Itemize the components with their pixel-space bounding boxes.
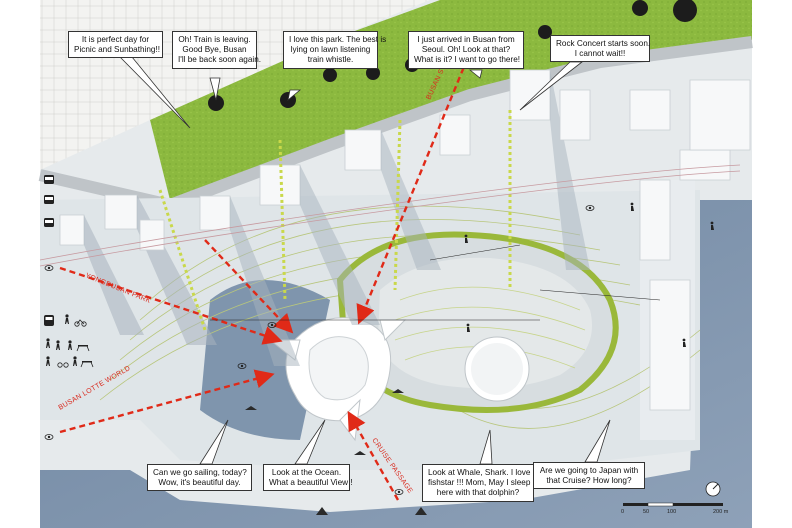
bubble-text: train whistle. <box>307 55 354 64</box>
scale-tick-100: 100 <box>667 509 676 515</box>
speech-bubble-train: Oh! Train is leaving. Good Bye, Busan I'… <box>172 31 262 69</box>
eye-icon <box>44 265 54 271</box>
pedestrian-icon <box>65 314 69 324</box>
eye-icon <box>585 205 595 211</box>
bubble-text: I love this park. The best is <box>289 35 387 44</box>
view-point-markers <box>44 205 595 495</box>
bubble-text: that Cruise? How long? <box>546 476 632 485</box>
bubble-text: Are we going to Japan with <box>539 466 639 475</box>
harbor-water <box>40 200 752 528</box>
scale-tick-200: 200 m <box>713 509 729 515</box>
pedestrian-icon <box>466 323 470 332</box>
speech-bubble-whale: Look at Whale, Shark. I love fishstar !!… <box>422 464 534 502</box>
bubble-text: I'll be back soon again. <box>178 55 262 64</box>
pedestrian-icon <box>682 338 686 347</box>
people-figures <box>464 202 714 347</box>
eye-icon <box>237 363 247 369</box>
speech-bubble-arrived: I just arrived in Busan from Seoul. Oh! … <box>408 31 524 69</box>
scale-tick-0: 0 <box>621 509 624 515</box>
pedestrian-icon <box>68 340 72 350</box>
pedestrian-icon <box>710 221 714 230</box>
eye-icon <box>44 434 54 440</box>
bubble-text: I just arrived in Busan from <box>417 35 515 44</box>
speech-bubble-concert: Rock Concert starts soon. I cannot wait!… <box>550 35 650 62</box>
train-icon <box>44 315 54 326</box>
sightlines <box>59 39 477 501</box>
boats <box>245 389 427 515</box>
pedestrian-icon <box>630 202 634 211</box>
bubble-text: Look at Whale, Shark. I love <box>428 468 531 477</box>
pedestrian-icon <box>46 338 50 348</box>
picnic-table-icon <box>80 361 94 368</box>
city-buildings <box>59 69 751 411</box>
bubble-text: fishstar !!! Mom, May I sleep <box>428 478 531 487</box>
bubble-text: I cannot wait!! <box>574 49 626 58</box>
bubble-text: Look at the Ocean. <box>271 468 342 477</box>
speech-bubble-sailing: Can we go sailing, today? Wow, it's beau… <box>147 464 252 491</box>
bus-icon <box>44 175 54 184</box>
bubble-text: It is perfect day for <box>81 35 150 44</box>
pedestrian-icon <box>464 234 468 243</box>
bubble-text: here with that dolphin? <box>436 488 520 497</box>
bus-icon <box>44 218 54 227</box>
scale-bar: 0 50 100 200 m <box>621 502 729 515</box>
eye-icon <box>394 489 404 495</box>
compass-icon <box>705 481 721 497</box>
bubble-text: Oh! Train is leaving. <box>178 35 251 44</box>
circular-stage <box>464 336 530 402</box>
scale-tick-50: 50 <box>643 509 649 515</box>
bubble-text: Can we go sailing, today? <box>153 468 247 477</box>
bubble-text: Picnic and Sunbathing!! <box>74 45 161 54</box>
dog-walker-icon <box>56 340 60 350</box>
bubble-text: What is it? I want to go there! <box>414 55 521 64</box>
pedestrian-icon <box>73 356 77 366</box>
bicycle-icon <box>57 362 69 368</box>
railway-tracks <box>39 164 741 267</box>
transport-icons <box>44 175 94 368</box>
bubble-text: Rock Concert starts soon. <box>556 39 651 48</box>
leader-lines <box>210 244 661 321</box>
eye-icon <box>267 322 277 328</box>
bus-icon <box>44 195 54 204</box>
speech-bubble-picnic: It is perfect day for Picnic and Sunbath… <box>68 31 163 58</box>
bicycle-icon <box>74 319 87 327</box>
speech-bubble-park: I love this park. The best is lying on l… <box>283 31 387 69</box>
bubble-text: Good Bye, Busan <box>182 45 247 54</box>
pedestrian-icon <box>46 356 50 366</box>
bubble-tails <box>119 56 611 465</box>
speech-bubble-japan: Are we going to Japan with that Cruise? … <box>533 462 645 489</box>
speech-bubble-ocean: Look at the Ocean. What a beautiful View… <box>263 464 353 491</box>
bubble-text: Wow, it's beautiful day. <box>158 478 241 487</box>
bubble-text: What a beautiful View ! <box>269 478 353 487</box>
bubble-text: Seoul. Oh! Look at that? <box>421 45 511 54</box>
picnic-table-icon <box>76 345 90 352</box>
bubble-text: lying on lawn listening <box>290 45 371 54</box>
